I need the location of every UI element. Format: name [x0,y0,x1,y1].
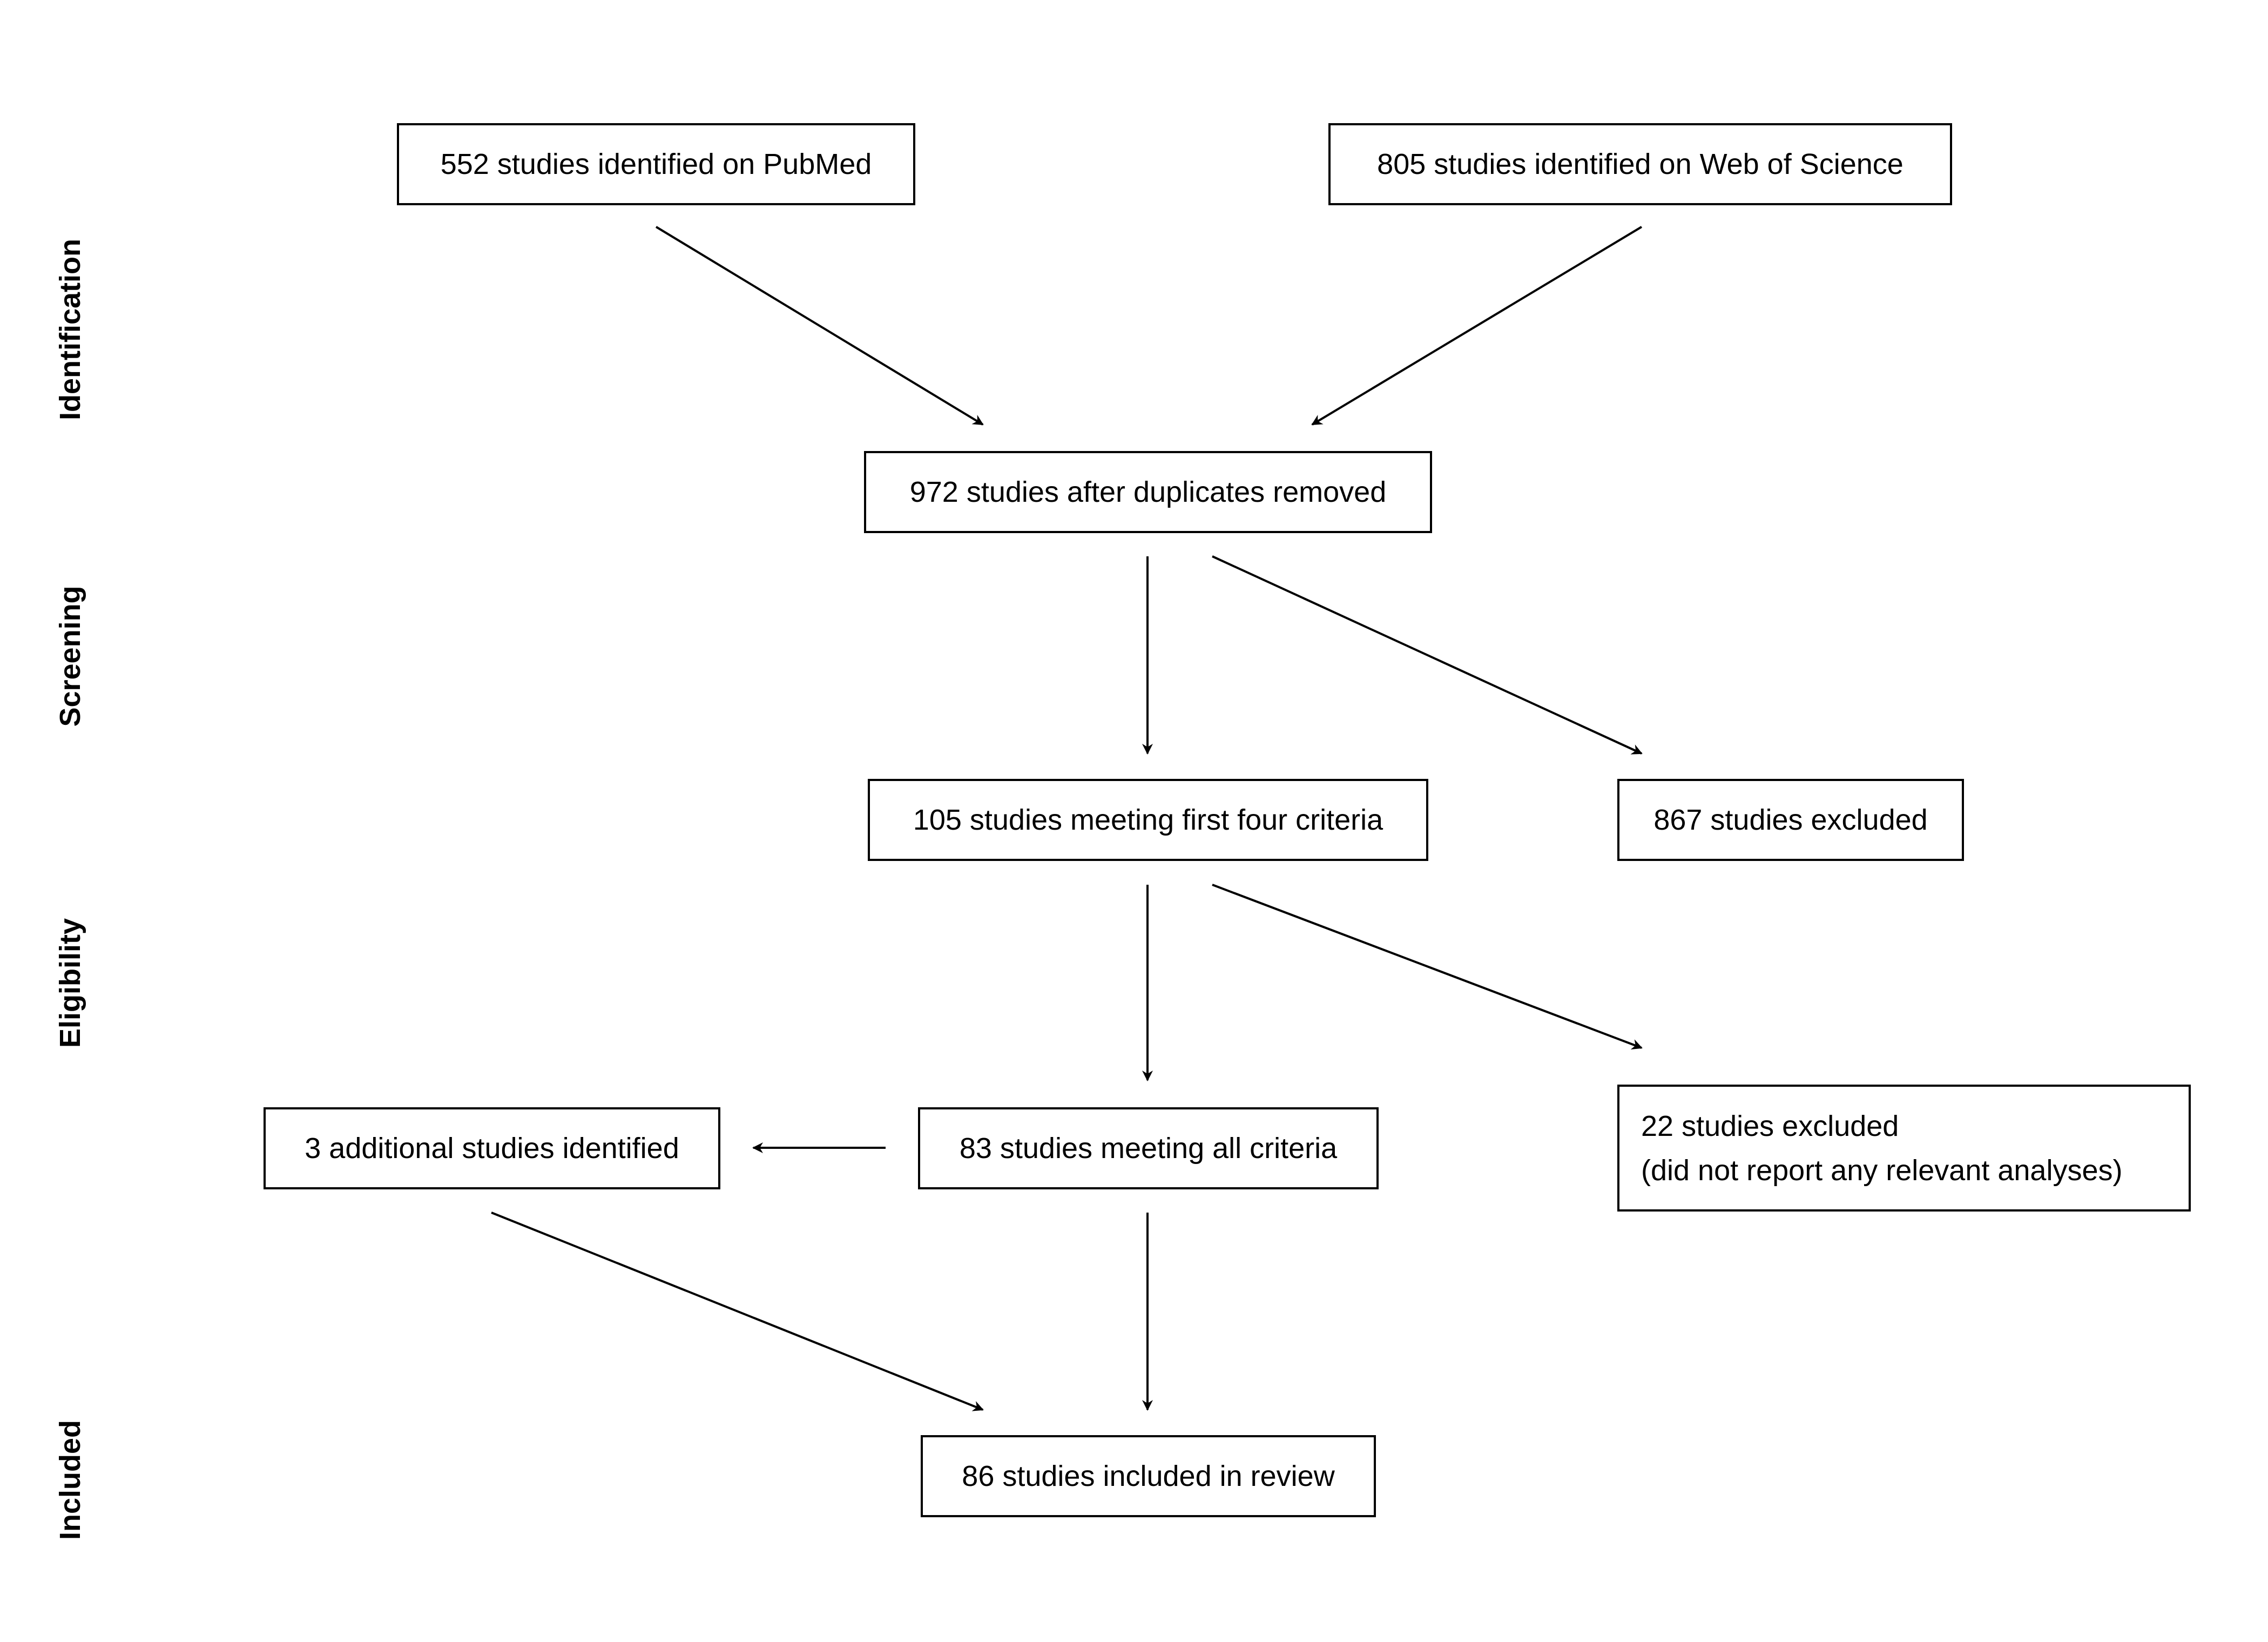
arrow-additional-to-included [491,1212,984,1411]
box-first-four-criteria: 105 studies meeting first four criteria [868,779,1428,861]
excluded-eligibility-line1: 22 studies excluded [1641,1109,1899,1142]
box-additional-studies: 3 additional studies identified [264,1107,720,1189]
box-excluded-screening: 867 studies excluded [1617,779,1964,861]
arrow-dedup-to-excluded [1212,555,1643,755]
box-duplicates-removed: 972 studies after duplicates removed [864,451,1432,533]
box-excluded-eligibility: 22 studies excluded (did not report any … [1617,1085,2191,1212]
box-all-criteria: 83 studies meeting all criteria [918,1107,1379,1189]
arrow-wos-to-dedup [1311,226,1643,426]
box-included-review: 86 studies included in review [921,1435,1376,1517]
box-pubmed: 552 studies identified on PubMed [397,123,915,205]
arrow-pubmed-to-dedup [655,226,984,426]
excluded-eligibility-line2: (did not report any relevant analyses) [1641,1154,2123,1187]
box-web-of-science: 805 studies identified on Web of Science [1328,123,1952,205]
arrow-first-four-to-excluded [1212,884,1643,1049]
